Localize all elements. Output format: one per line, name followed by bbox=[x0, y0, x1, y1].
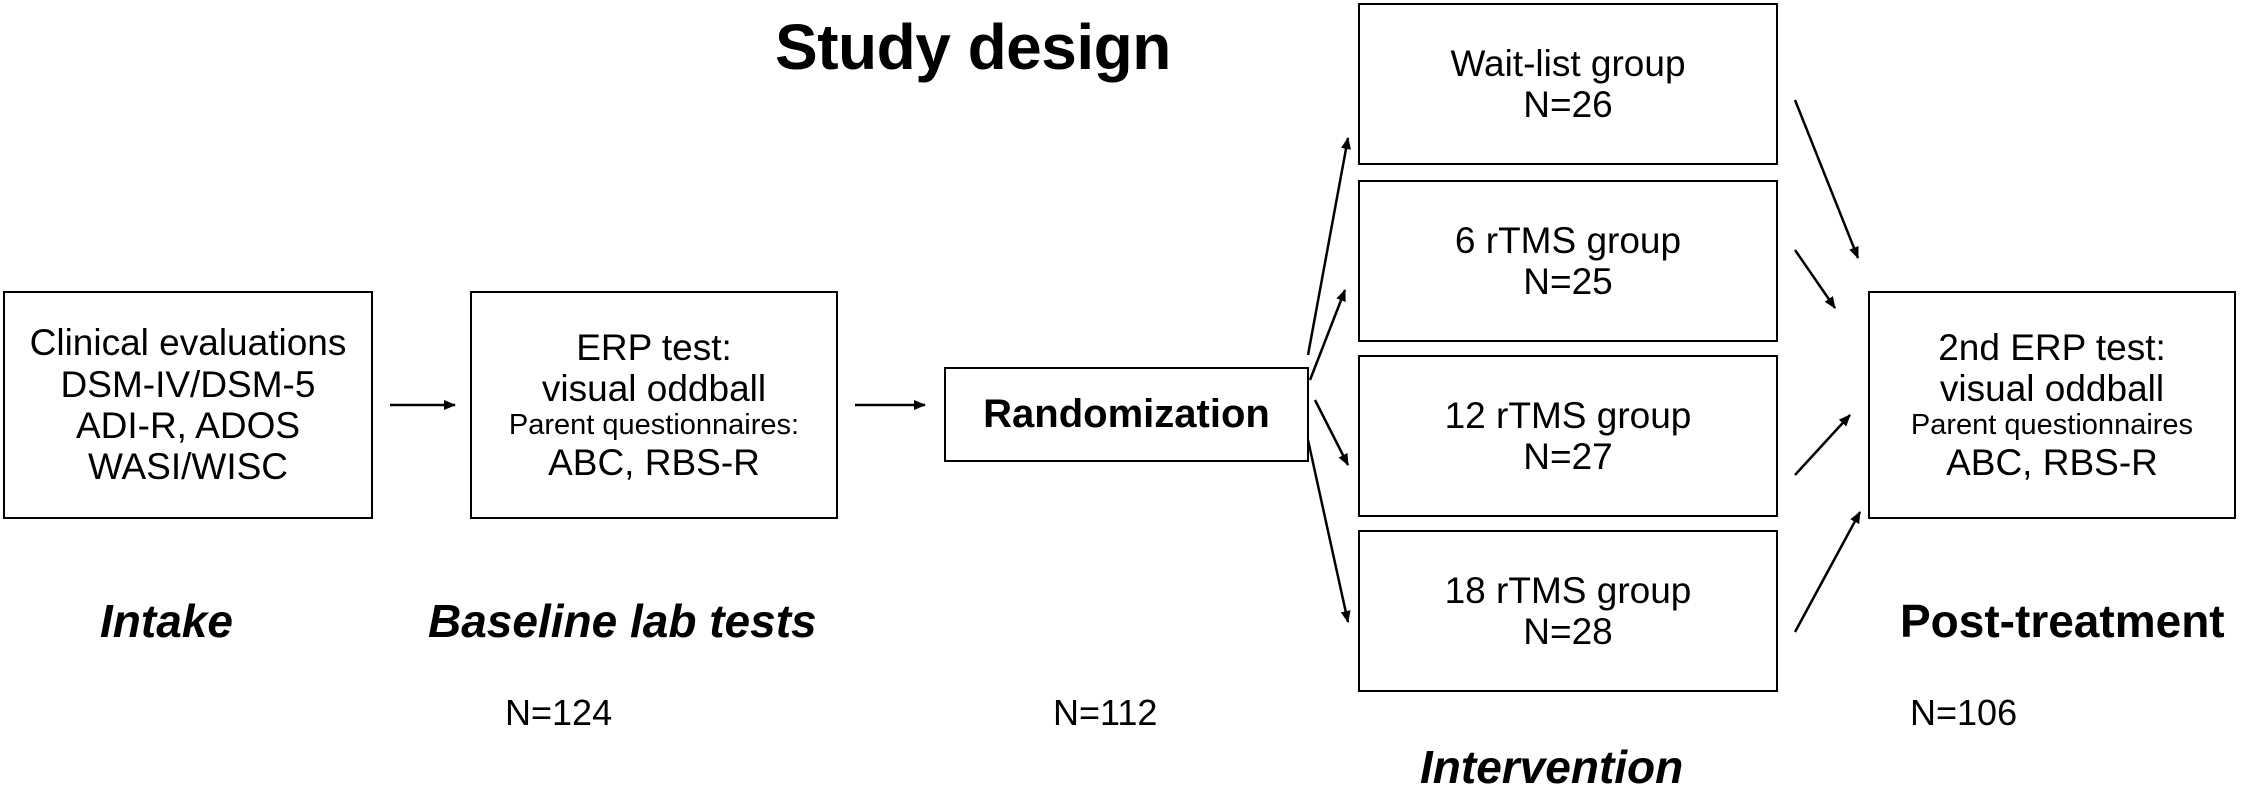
post-line-1: 2nd ERP test: bbox=[1938, 326, 2166, 368]
group-count: N=25 bbox=[1523, 261, 1613, 302]
arrow-randomization-to-waitlist bbox=[1306, 137, 1351, 356]
stage-label-post-treatment: Post-treatment bbox=[1900, 595, 2225, 647]
post-treatment-box: 2nd ERP test: visual oddball Parent ques… bbox=[1868, 291, 2236, 519]
group-count: N=27 bbox=[1523, 436, 1613, 477]
stage-label-baseline: Baseline lab tests bbox=[428, 595, 817, 647]
intake-line-2: DSM-IV/DSM-5 bbox=[60, 363, 316, 405]
group-count: N=26 bbox=[1523, 84, 1613, 125]
count-baseline: N=124 bbox=[505, 692, 613, 733]
arrow-6rtms-to-post bbox=[1793, 249, 1837, 309]
stage-label-intake: Intake bbox=[100, 595, 233, 647]
intake-line-1: Clinical evaluations bbox=[29, 322, 347, 364]
arrow-randomization-to-12rtms bbox=[1313, 399, 1350, 466]
group-count: N=28 bbox=[1523, 611, 1613, 652]
count-post-treatment: N=106 bbox=[1910, 692, 2018, 733]
group-box-6-rtms: 6 rTMS group N=25 bbox=[1358, 180, 1778, 342]
arrow-12rtms-to-post bbox=[1794, 414, 1851, 476]
intake-line-3: ADI-R, ADOS bbox=[75, 405, 301, 446]
group-name: 12 rTMS group bbox=[1444, 394, 1692, 436]
intake-box: Clinical evaluations DSM-IV/DSM-5 ADI-R,… bbox=[3, 291, 373, 519]
baseline-line-4: ABC, RBS-R bbox=[548, 441, 760, 483]
arrow-18rtms-to-post bbox=[1793, 511, 1862, 633]
post-line-4: ABC, RBS-R bbox=[1946, 441, 2158, 483]
baseline-line-2: visual oddball bbox=[541, 368, 767, 410]
group-name: Wait-list group bbox=[1450, 42, 1686, 84]
arrow-randomization-to-6rtms bbox=[1308, 289, 1347, 381]
intake-line-4: WASI/WISC bbox=[87, 446, 289, 488]
post-line-3: Parent questionnaires bbox=[1910, 409, 2194, 442]
diagram-title: Study design bbox=[775, 11, 1171, 83]
randomization-label: Randomization bbox=[983, 392, 1270, 437]
baseline-line-1: ERP test: bbox=[576, 326, 732, 368]
group-box-18-rtms: 18 rTMS group N=28 bbox=[1358, 530, 1778, 692]
group-box-12-rtms: 12 rTMS group N=27 bbox=[1358, 355, 1778, 517]
post-line-2: visual oddball bbox=[1939, 368, 2165, 410]
group-name: 18 rTMS group bbox=[1444, 569, 1692, 611]
baseline-line-3: Parent questionnaires: bbox=[508, 409, 800, 442]
arrow-waitlist-to-post bbox=[1793, 99, 1860, 259]
randomization-box: Randomization bbox=[944, 367, 1309, 462]
stage-label-intervention: Intervention bbox=[1420, 741, 1684, 793]
baseline-box: ERP test: visual oddball Parent question… bbox=[470, 291, 838, 519]
group-name: 6 rTMS group bbox=[1454, 219, 1682, 261]
arrow-randomization-to-18rtms bbox=[1306, 439, 1351, 623]
count-randomization: N=112 bbox=[1053, 692, 1158, 733]
group-box-waitlist: Wait-list group N=26 bbox=[1358, 3, 1778, 165]
